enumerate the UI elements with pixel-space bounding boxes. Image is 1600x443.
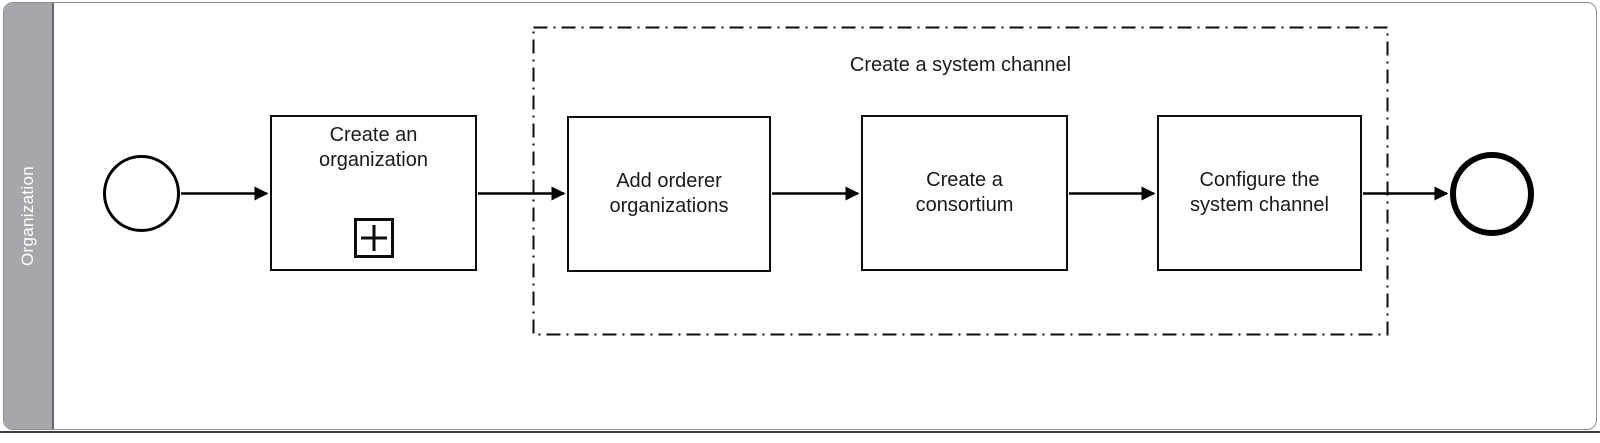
task-create-a-consortium[interactable]: Create a consortium	[861, 115, 1068, 271]
end-event[interactable]	[1450, 152, 1534, 236]
window-bottom-edge	[0, 431, 1600, 433]
lane-header-organization[interactable]: Organization	[4, 3, 54, 429]
task-label: Configure the system channel	[1190, 169, 1329, 216]
task-label: Add orderer organizations	[609, 170, 729, 217]
start-event[interactable]	[103, 155, 180, 232]
group-create-system-channel[interactable]	[532, 26, 1389, 336]
task-configure-the-system-channel[interactable]: Configure the system channel	[1157, 115, 1362, 271]
task-add-orderer-organizations[interactable]: Add orderer organizations	[567, 116, 771, 272]
group-label: Create a system channel	[849, 54, 1072, 76]
task-label: Create a consortium	[915, 169, 1014, 216]
task-label: Create an organization	[319, 124, 428, 171]
subprocess-plus-icon[interactable]	[353, 218, 394, 258]
plus-vertical-bar	[372, 225, 375, 251]
task-create-an-organization[interactable]: Create an organization	[270, 115, 477, 271]
